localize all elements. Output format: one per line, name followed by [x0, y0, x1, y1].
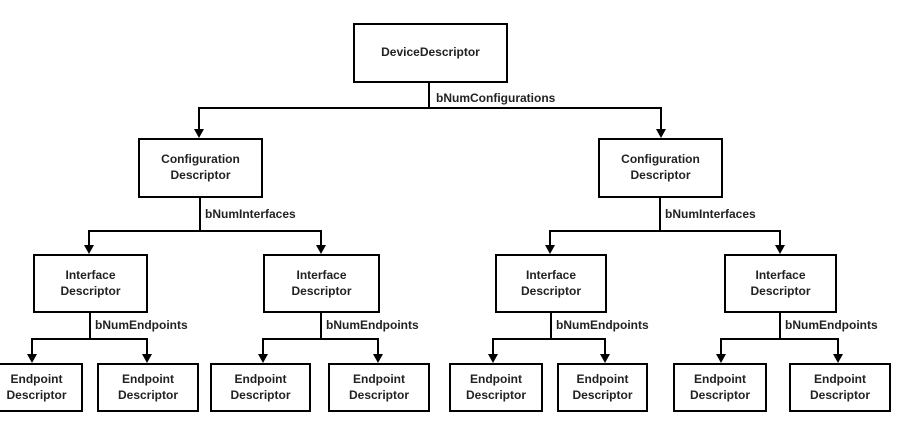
edge-label-bnumendpoints: bNumEndpoints — [556, 318, 649, 332]
connector-drop-config-1 — [198, 107, 200, 130]
endpoint-descriptor-label: Endpoint Descriptor — [689, 371, 751, 402]
endpoint-descriptor-label: Endpoint Descriptor — [6, 371, 67, 402]
arrow-down-icon — [373, 354, 383, 363]
connector-drop-endpoint-7 — [720, 338, 722, 356]
connector-config1-stem — [199, 198, 201, 232]
edge-label-bnuminterfaces: bNumInterfaces — [205, 207, 296, 221]
arrow-down-icon — [545, 245, 555, 254]
endpoint-descriptor-label: Endpoint Descriptor — [117, 371, 179, 402]
connector-config2-crossbar — [549, 230, 781, 232]
endpoint-descriptor-box-8: Endpoint Descriptor — [789, 363, 891, 412]
interface-descriptor-label: Interface Descriptor — [750, 267, 811, 298]
endpoint-descriptor-label: Endpoint Descriptor — [465, 371, 527, 402]
endpoint-descriptor-box-1: Endpoint Descriptor — [0, 363, 83, 412]
connector-interface1-crossbar — [31, 338, 148, 340]
interface-descriptor-label: Interface Descriptor — [520, 267, 582, 298]
configuration-descriptor-box-1: Configuration Descriptor — [138, 138, 263, 198]
configuration-descriptor-label: Configuration Descriptor — [621, 152, 700, 182]
edge-label-bnumconfigurations: bNumConfigurations — [436, 91, 556, 105]
endpoint-descriptor-label: Endpoint Descriptor — [572, 371, 633, 402]
interface-descriptor-box-1: Interface Descriptor — [33, 254, 148, 313]
configuration-descriptor-box-2: Configuration Descriptor — [598, 138, 723, 198]
connector-drop-endpoint-5 — [492, 338, 494, 356]
endpoint-descriptor-label: Endpoint Descriptor — [230, 371, 291, 402]
connector-device-stem — [428, 83, 430, 108]
arrow-down-icon — [488, 354, 498, 363]
arrow-down-icon — [600, 354, 610, 363]
arrow-down-icon — [833, 354, 843, 363]
connector-drop-interface-3 — [549, 230, 551, 248]
connector-drop-endpoint-4 — [377, 338, 379, 356]
edge-label-bnumendpoints: bNumEndpoints — [95, 318, 188, 332]
interface-descriptor-box-2: Interface Descriptor — [263, 254, 380, 313]
interface-descriptor-box-4: Interface Descriptor — [724, 254, 837, 313]
connector-drop-endpoint-8 — [837, 338, 839, 356]
endpoint-descriptor-box-3: Endpoint Descriptor — [210, 363, 311, 412]
connector-drop-interface-1 — [88, 230, 90, 248]
endpoint-descriptor-label: Endpoint Descriptor — [809, 371, 871, 402]
device-descriptor-label: DeviceDescriptor — [381, 45, 480, 60]
arrow-down-icon — [142, 354, 152, 363]
connector-interface1-stem — [89, 313, 91, 340]
connector-interface2-stem — [320, 313, 322, 340]
connector-interface2-crossbar — [262, 338, 379, 340]
endpoint-descriptor-label: Endpoint Descriptor — [348, 371, 410, 402]
connector-interface3-crossbar — [492, 338, 606, 340]
arrow-down-icon — [194, 129, 204, 138]
connector-interface4-crossbar — [720, 338, 839, 340]
interface-descriptor-box-3: Interface Descriptor — [495, 254, 607, 313]
arrow-down-icon — [258, 354, 268, 363]
connector-device-crossbar — [198, 107, 662, 109]
connector-drop-config-2 — [660, 107, 662, 130]
connector-drop-interface-4 — [779, 230, 781, 248]
endpoint-descriptor-box-2: Endpoint Descriptor — [97, 363, 199, 412]
connector-drop-endpoint-1 — [31, 338, 33, 356]
connector-interface3-stem — [550, 313, 552, 340]
device-descriptor-box: DeviceDescriptor — [353, 23, 508, 83]
arrow-down-icon — [316, 245, 326, 254]
arrow-down-icon — [27, 354, 37, 363]
arrow-down-icon — [84, 245, 94, 254]
connector-drop-endpoint-6 — [604, 338, 606, 356]
arrow-down-icon — [716, 354, 726, 363]
connector-config2-stem — [659, 198, 661, 232]
connector-drop-interface-2 — [320, 230, 322, 248]
endpoint-descriptor-box-6: Endpoint Descriptor — [557, 363, 648, 412]
connector-drop-endpoint-2 — [146, 338, 148, 356]
configuration-descriptor-label: Configuration Descriptor — [161, 152, 240, 182]
endpoint-descriptor-box-4: Endpoint Descriptor — [328, 363, 430, 412]
edge-label-bnumendpoints: bNumEndpoints — [785, 318, 878, 332]
interface-descriptor-label: Interface Descriptor — [60, 267, 121, 298]
interface-descriptor-label: Interface Descriptor — [291, 267, 352, 298]
endpoint-descriptor-box-5: Endpoint Descriptor — [449, 363, 543, 412]
connector-drop-endpoint-3 — [262, 338, 264, 356]
arrow-down-icon — [775, 245, 785, 254]
edge-label-bnumendpoints: bNumEndpoints — [326, 318, 419, 332]
connector-interface4-stem — [779, 313, 781, 340]
edge-label-bnuminterfaces: bNumInterfaces — [665, 207, 756, 221]
arrow-down-icon — [656, 129, 666, 138]
connector-config1-crossbar — [88, 230, 322, 232]
endpoint-descriptor-box-7: Endpoint Descriptor — [673, 363, 767, 412]
